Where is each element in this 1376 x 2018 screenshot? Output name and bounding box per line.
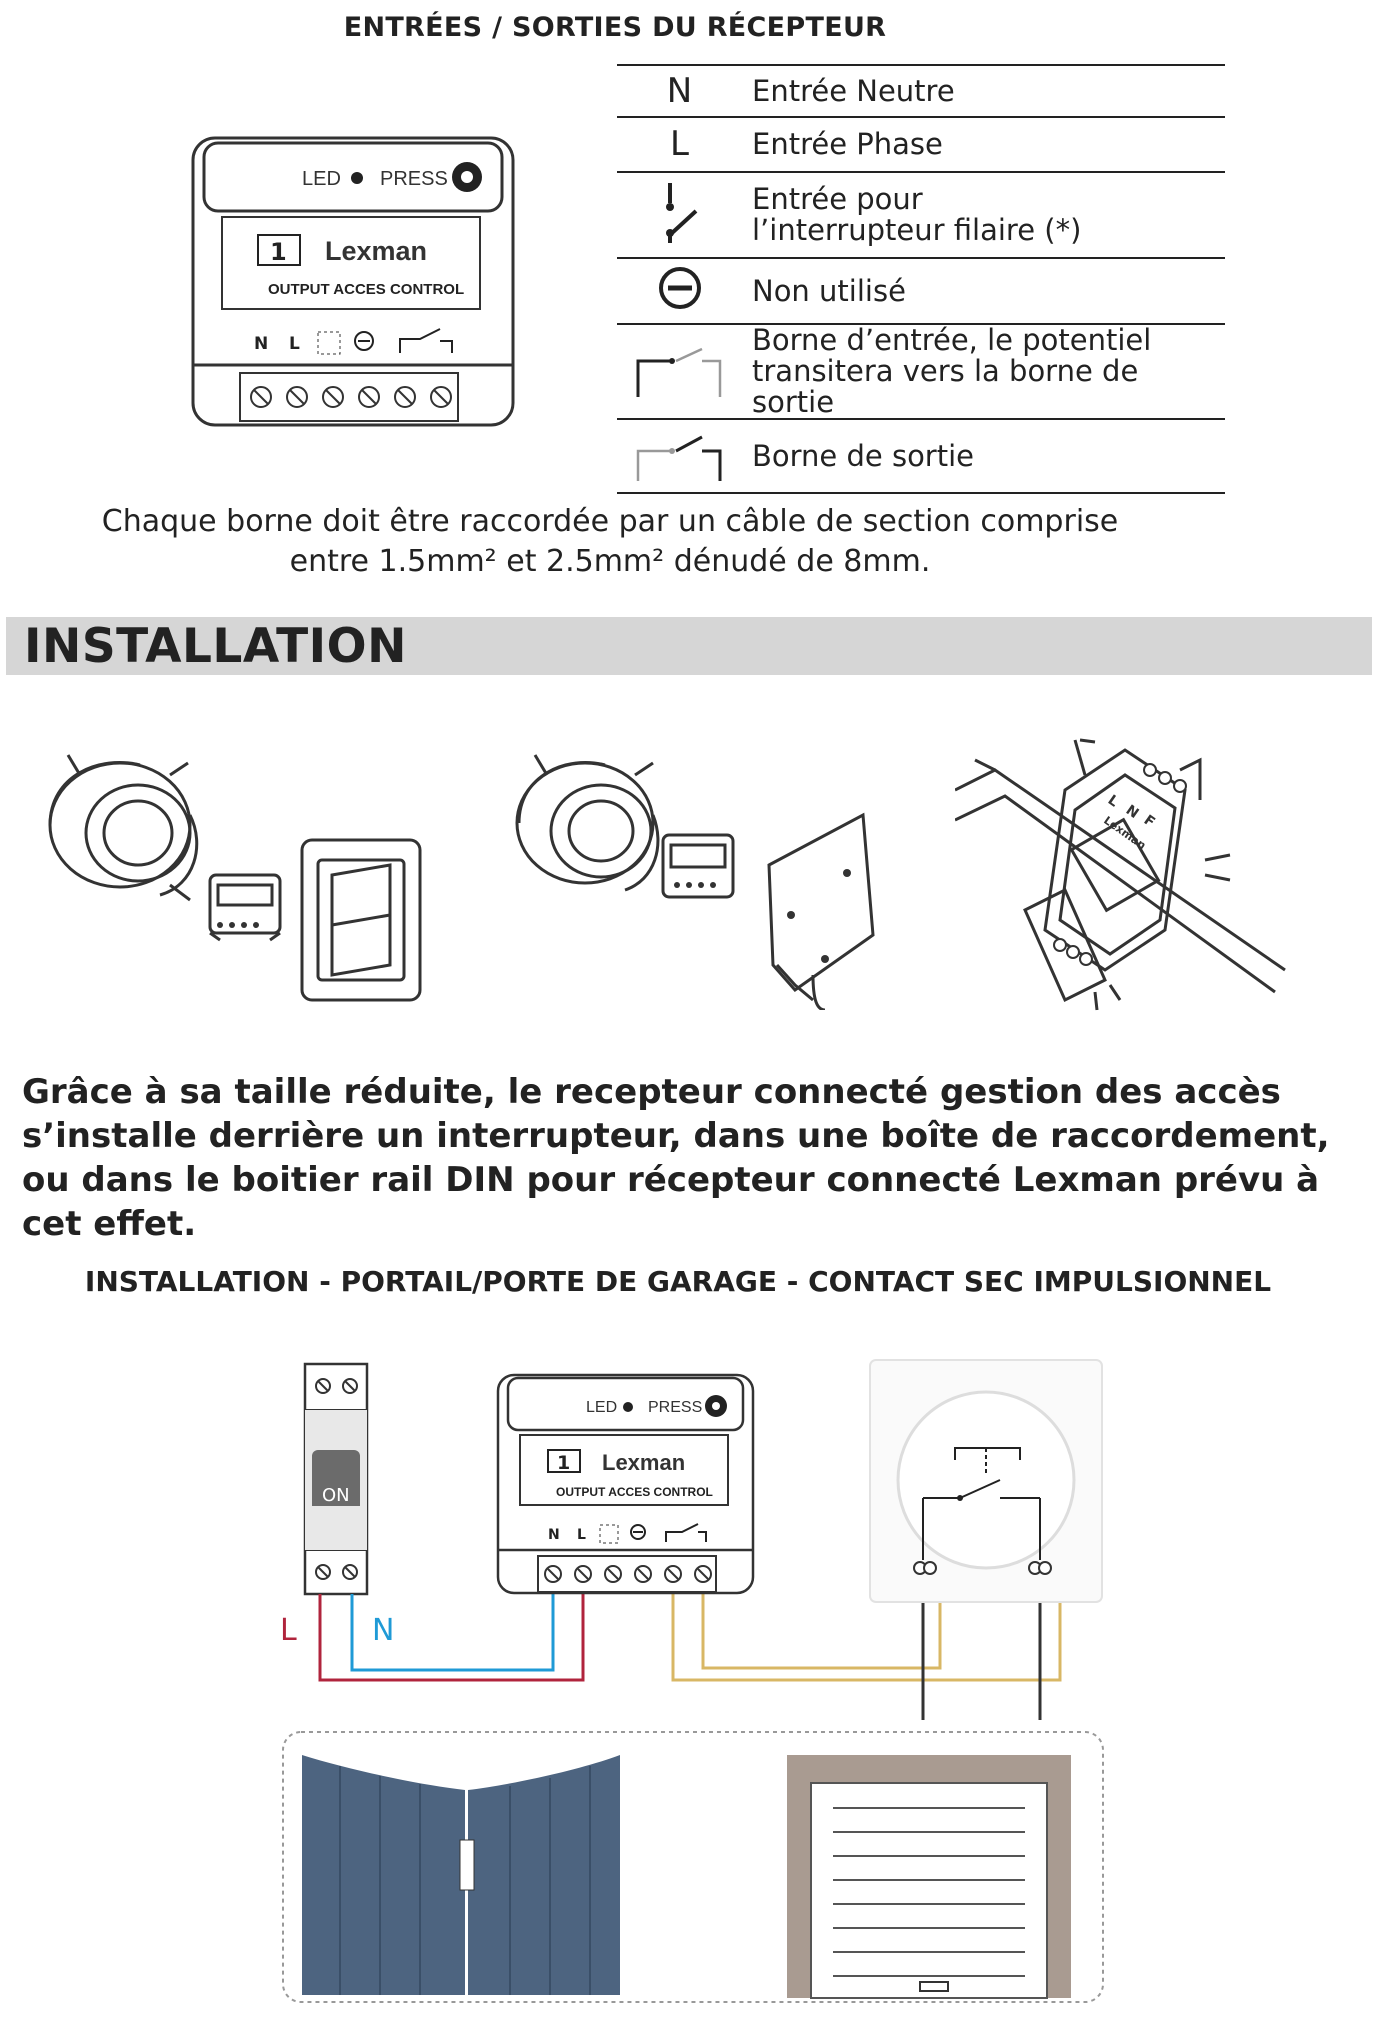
row-label: Non utilisé bbox=[742, 258, 1225, 325]
table-row: Borne de sortie bbox=[617, 419, 1225, 494]
output-terminal-icon bbox=[617, 419, 742, 494]
minus-circle-icon bbox=[617, 258, 742, 325]
terminal-n-label: N bbox=[254, 334, 268, 354]
table-row: N Entrée Neutre bbox=[617, 64, 1225, 118]
table-row: L Entrée Phase bbox=[617, 117, 1225, 173]
led-label: LED bbox=[586, 1399, 617, 1416]
circuit-breaker: ON bbox=[303, 1362, 369, 1596]
installation-band: INSTALLATION bbox=[6, 617, 1372, 675]
phase-wire bbox=[318, 1592, 585, 1682]
model-label: OUTPUT ACCES CONTROL bbox=[556, 1485, 713, 1499]
brand-logo: Lexman bbox=[602, 1450, 685, 1475]
cable-note: Chaque borne doit être raccordée par un … bbox=[0, 502, 1220, 582]
wall-switch-panel bbox=[869, 1359, 1103, 1603]
row-label: Entrée Phase bbox=[742, 117, 1225, 173]
switch-wire-1 bbox=[671, 1582, 1062, 1682]
din-f-label: F bbox=[1141, 812, 1158, 831]
wiring-heading: INSTALLATION - PORTAIL/PORTE DE GARAGE -… bbox=[84, 1265, 1272, 1298]
wiring-receiver-module: LED PRESS 1 Lexman OUTPUT ACCES CONTROL … bbox=[496, 1373, 755, 1595]
press-label: PRESS bbox=[380, 168, 448, 190]
cable-note-line1: Chaque borne doit être raccordée par un … bbox=[101, 504, 1119, 539]
gate-illustration bbox=[302, 1755, 620, 1995]
wiring-diagram: ON L N LED PRESS 1 Lexman OUTPUT ACCES C… bbox=[280, 1359, 1104, 2003]
neutral-letter-icon: N bbox=[617, 64, 742, 118]
channel-number: 1 bbox=[557, 1452, 570, 1474]
led-dot-icon bbox=[351, 172, 363, 184]
row-label-line2: transitera vers la borne de sortie bbox=[752, 354, 1139, 419]
breaker-on-label: ON bbox=[322, 1485, 350, 1506]
terminal-n-label: N bbox=[548, 1527, 560, 1543]
model-label: OUTPUT ACCES CONTROL bbox=[268, 281, 464, 298]
channel-number: 1 bbox=[270, 238, 287, 266]
neutral-wire bbox=[350, 1592, 555, 1672]
row-label-line1: Borne d’entrée, le potentiel bbox=[752, 323, 1152, 357]
row-label-line2: l’interrupteur filaire (*) bbox=[752, 213, 1082, 247]
switch-wire-2 bbox=[701, 1582, 942, 1670]
brand-logo: Lexman bbox=[325, 236, 427, 266]
cable-note-line2: entre 1.5mm² et 2.5mm² dénudé de 8mm. bbox=[289, 544, 931, 579]
din-rail-illustration: L N F Lexman bbox=[955, 738, 1286, 1011]
press-label: PRESS bbox=[648, 1399, 702, 1416]
receiver-module-diagram: LED PRESS 1 Lexman OUTPUT ACCES CONTROL … bbox=[191, 136, 515, 427]
row-label: Borne de sortie bbox=[742, 419, 1225, 494]
led-dot-icon bbox=[623, 1402, 633, 1412]
table-row: Non utilisé bbox=[617, 258, 1225, 325]
installation-paragraph: Grâce à sa taille réduite, le recepteur … bbox=[22, 1072, 1330, 1244]
wire-l-label: L bbox=[280, 1613, 297, 1648]
io-table: N Entrée Neutre L Entrée Phase Entrée po… bbox=[617, 64, 1225, 494]
switch-installation-illustration bbox=[48, 754, 422, 1002]
row-label: Entrée Neutre bbox=[742, 64, 1225, 118]
junction-box-installation-illustration bbox=[515, 754, 875, 1010]
input-terminal-icon bbox=[617, 324, 742, 420]
garage-door-illustration bbox=[787, 1755, 1071, 1999]
installation-heading: INSTALLATION bbox=[24, 619, 407, 674]
terminal-l-label: L bbox=[289, 334, 300, 354]
terminal-l-label: L bbox=[577, 1527, 586, 1543]
table-row: Entrée pour l’interrupteur filaire (*) bbox=[617, 172, 1225, 259]
din-n-label: N bbox=[1123, 802, 1142, 822]
table-row: Borne d’entrée, le potentiel transitera … bbox=[617, 323, 1225, 420]
wire-n-label: N bbox=[372, 1613, 394, 1648]
devices-dashed-box bbox=[282, 1731, 1104, 2003]
led-label: LED bbox=[302, 168, 341, 190]
din-l-label: L bbox=[1105, 792, 1122, 810]
row-label-line1: Entrée pour bbox=[752, 182, 923, 216]
wired-switch-icon bbox=[617, 172, 742, 259]
io-section-title: ENTRÉES / SORTIES DU RÉCEPTEUR bbox=[343, 12, 887, 43]
phase-letter-icon: L bbox=[617, 117, 742, 173]
